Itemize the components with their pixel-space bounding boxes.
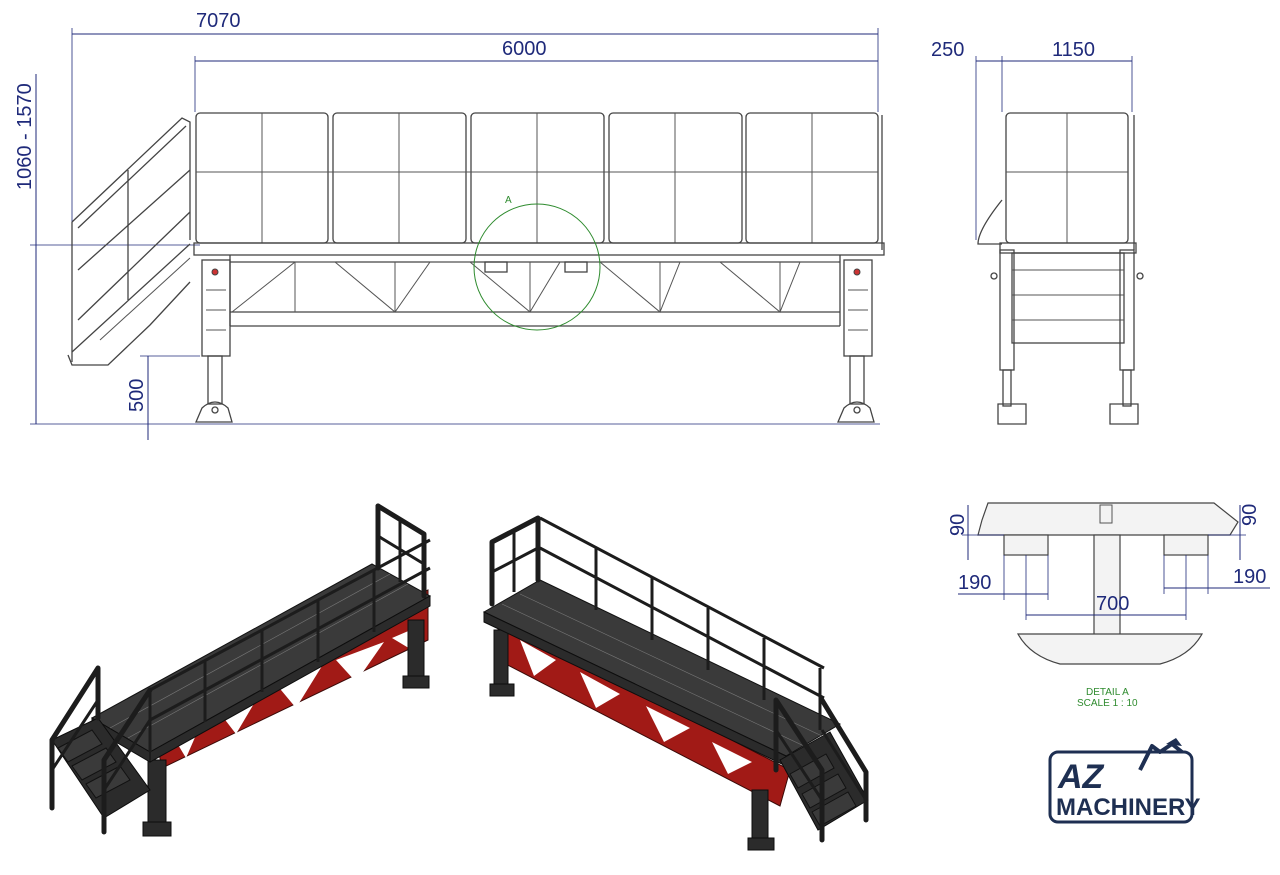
detail-a-scale: SCALE 1 : 10	[1077, 698, 1138, 709]
end-view: 250 1150	[931, 39, 1144, 425]
side-stair	[67, 117, 191, 366]
side-frame	[193, 242, 885, 327]
dim-right-width: 190	[1233, 566, 1266, 588]
detail-a-title: DETAIL A	[1086, 687, 1129, 698]
dim-height-range: 1060 - 1570	[14, 83, 36, 190]
dim-left-width: 190	[958, 572, 991, 594]
dim-leg: 500	[126, 379, 148, 412]
dim-platform-length: 6000	[502, 38, 547, 60]
side-handrail	[195, 112, 883, 250]
side-leg-left	[195, 259, 233, 423]
dim-right-height: 90	[1239, 504, 1261, 526]
detail-a-view: 90 90 190 190 700 DETAIL A SCALE 1 : 10	[947, 502, 1270, 709]
iso-view-right	[482, 515, 869, 851]
detail-a-marker-circle	[473, 203, 601, 331]
dim-width: 1150	[1052, 39, 1095, 61]
iso-view-left	[49, 503, 432, 837]
dim-total-length: 7070	[196, 10, 241, 32]
logo-machinery: MACHINERY	[1056, 794, 1200, 821]
dim-left-height: 90	[947, 514, 969, 536]
logo-az: AZ	[1057, 758, 1105, 796]
dim-center: 700	[1096, 593, 1129, 615]
side-view: 7070 6000 1060 - 1570 500	[14, 10, 885, 440]
detail-a-marker-label: A	[505, 195, 512, 206]
dim-offset: 250	[931, 39, 964, 61]
az-machinery-logo: AZ MACHINERY	[1048, 738, 1200, 824]
side-leg-right	[837, 259, 875, 423]
